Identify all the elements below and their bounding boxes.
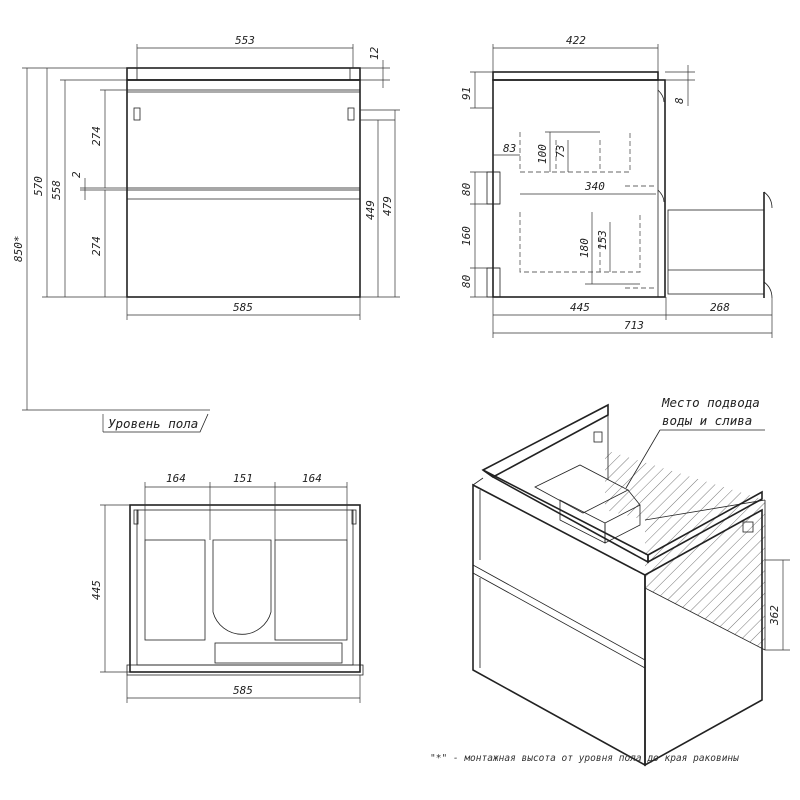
dim-445-side: 445 [570,301,590,314]
front-countertop [126,67,361,81]
callout-line2: воды и слива [662,413,752,428]
dim-268: 268 [710,301,730,314]
dim-274-bottom: 274 [90,236,103,256]
top-outline [129,504,361,673]
dim-12: 12 [368,46,381,60]
floor-level-label: Уровень пола [108,416,198,431]
dim-585-front: 585 [233,301,253,314]
side-drawer-open [667,209,765,295]
dim-558: 558 [50,180,63,200]
dim-80-upper: 80 [460,182,473,196]
dim-80-lower: 80 [460,274,473,288]
dim-91: 91 [460,87,473,100]
dim-73: 73 [554,145,567,158]
dim-362: 362 [768,605,781,626]
callout-line1: Место подвода [661,395,760,410]
iso-side [644,508,763,767]
dim-8: 8 [673,97,686,104]
dim-585-top: 585 [233,684,253,697]
dim-850: 850* [12,236,25,263]
front-drawer-bottom [126,189,361,298]
iso-front [472,483,646,767]
footnote: "*" - монтажная высота от уровня пола до… [430,753,739,764]
dim-422: 422 [566,34,586,47]
dim-100: 100 [536,144,549,164]
dim-713: 713 [624,319,644,332]
dim-83: 83 [503,142,516,155]
dim-449: 449 [364,200,377,220]
dim-180: 180 [578,238,591,258]
dim-2: 2 [70,171,83,178]
dim-164-left: 164 [166,472,186,485]
dim-164-right: 164 [302,472,322,485]
side-view: 422 91 8 83 100 73 80 340 160 [460,34,773,338]
side-cabinet-body [492,79,666,298]
top-view: 164 151 164 445 585 [90,472,364,703]
dim-151: 151 [233,472,253,485]
front-cabinet-body [126,79,361,298]
dim-445-top: 445 [90,580,103,600]
dim-479: 479 [381,196,394,216]
dim-553: 553 [235,34,255,47]
dim-274-top: 274 [90,126,103,146]
side-countertop [492,71,659,81]
isometric-view: 362 Место подвода воды и слива [472,395,790,767]
dim-153: 153 [596,230,609,250]
front-view: 553 12 850* 570 558 274 2 274 [12,34,400,433]
front-drawer-top [126,89,361,189]
top-siphon-cutout [212,539,272,635]
dim-340: 340 [584,180,605,193]
dim-160: 160 [460,226,473,246]
dim-570: 570 [32,176,45,196]
